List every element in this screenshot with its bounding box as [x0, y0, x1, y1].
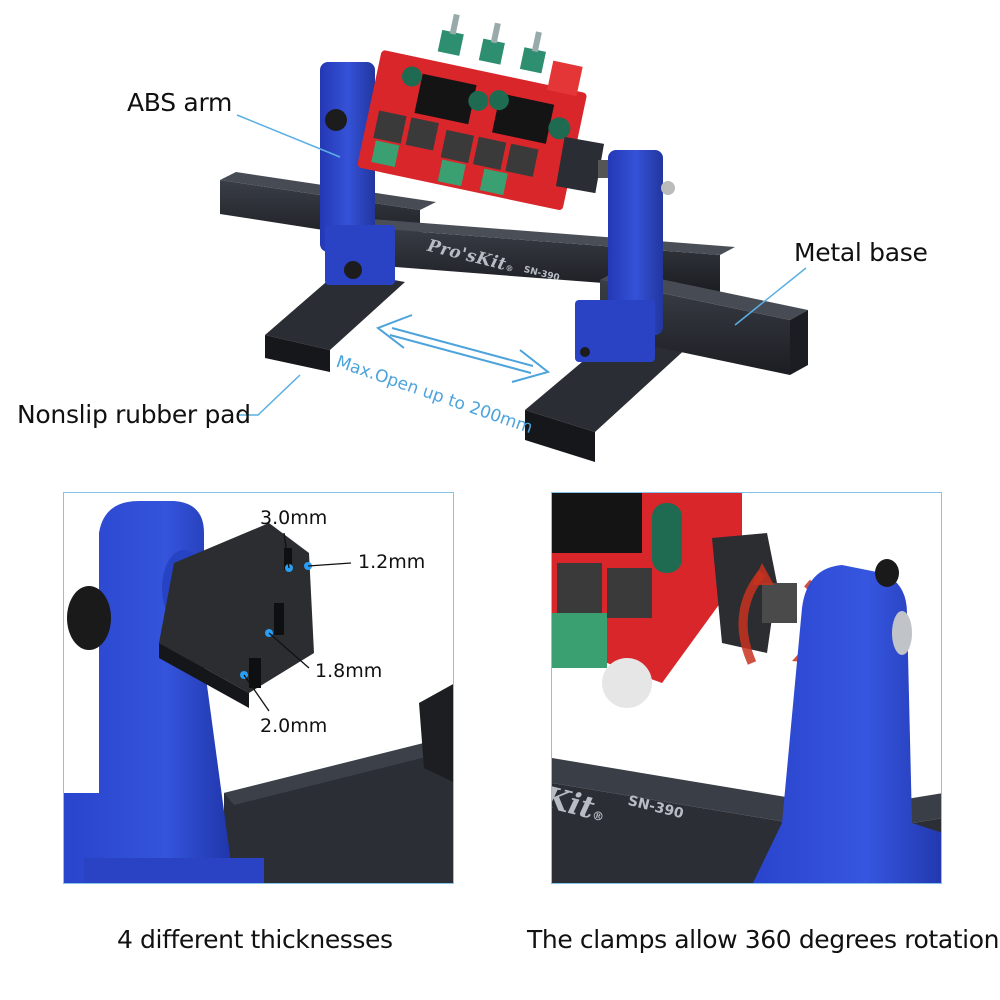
- left-abs-arm: [320, 62, 395, 285]
- product-hero-image: Max.Open up to 200mm Pro'sKit® SN-390: [0, 0, 1000, 480]
- right-abs-arm: [575, 150, 675, 362]
- caption-thicknesses: 4 different thicknesses: [117, 925, 393, 954]
- pcb-board: [357, 13, 587, 210]
- slot-label-2-0: 2.0mm: [260, 715, 328, 737]
- slot-label-1-2: 1.2mm: [358, 551, 426, 573]
- pcb-holder-illustration: [220, 13, 808, 462]
- left-foot: [265, 270, 405, 372]
- slot-label-1-8: 1.8mm: [315, 660, 383, 682]
- max-open-arrow: [375, 314, 551, 383]
- rotation-closeup-illustration: [552, 493, 941, 883]
- callout-abs-arm: ABS arm: [127, 88, 233, 117]
- callout-nonslip-pad: Nonslip rubber pad: [17, 400, 251, 429]
- caption-rotation: The clamps allow 360 degrees rotation: [527, 925, 1000, 954]
- slot-label-3-0: 3.0mm: [260, 507, 328, 529]
- clamp-closeup-illustration: [64, 501, 453, 883]
- callout-metal-base: Metal base: [794, 238, 928, 267]
- thickness-detail-panel: 3.0mm 1.2mm 1.8mm 2.0mm: [63, 492, 454, 884]
- rotation-detail-panel: Kit® SN-390: [551, 492, 942, 884]
